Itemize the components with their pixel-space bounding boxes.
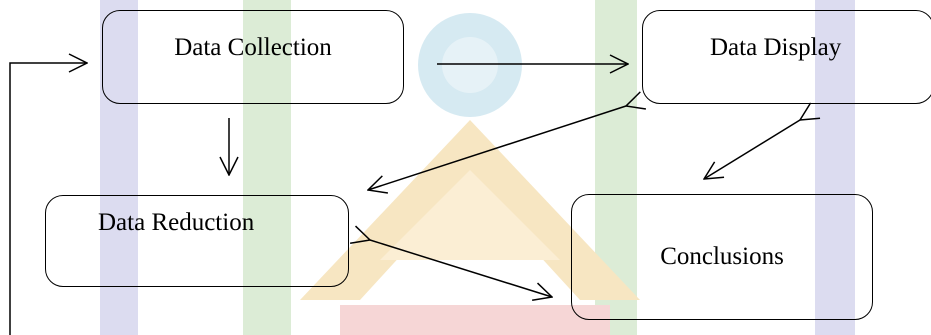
node-conclusions: Conclusions [571,194,873,320]
node-data-collection: Data Collection [102,10,404,104]
arrow-reduction-conclusions-bidirectional [370,240,552,297]
node-conclusions-label: Conclusions [660,243,784,270]
node-data-display-label: Data Display [710,34,842,61]
node-data-collection-label: Data Collection [174,34,332,61]
feedback-loop-arrow [9,63,87,335]
arrow-display-reduction-bidirectional [368,106,626,190]
watermark-red-base [340,305,610,335]
node-data-reduction: Data Reduction [45,195,349,287]
watermark-band-right-blue [815,0,855,335]
watermark-band-left-blue [100,0,138,335]
watermark-band-left-green [243,0,291,335]
watermark-globe-inner [442,37,498,93]
node-data-display: Data Display [642,10,931,104]
node-data-reduction-label: Data Reduction [98,209,255,236]
arrow-display-conclusions-bidirectional [704,120,800,179]
